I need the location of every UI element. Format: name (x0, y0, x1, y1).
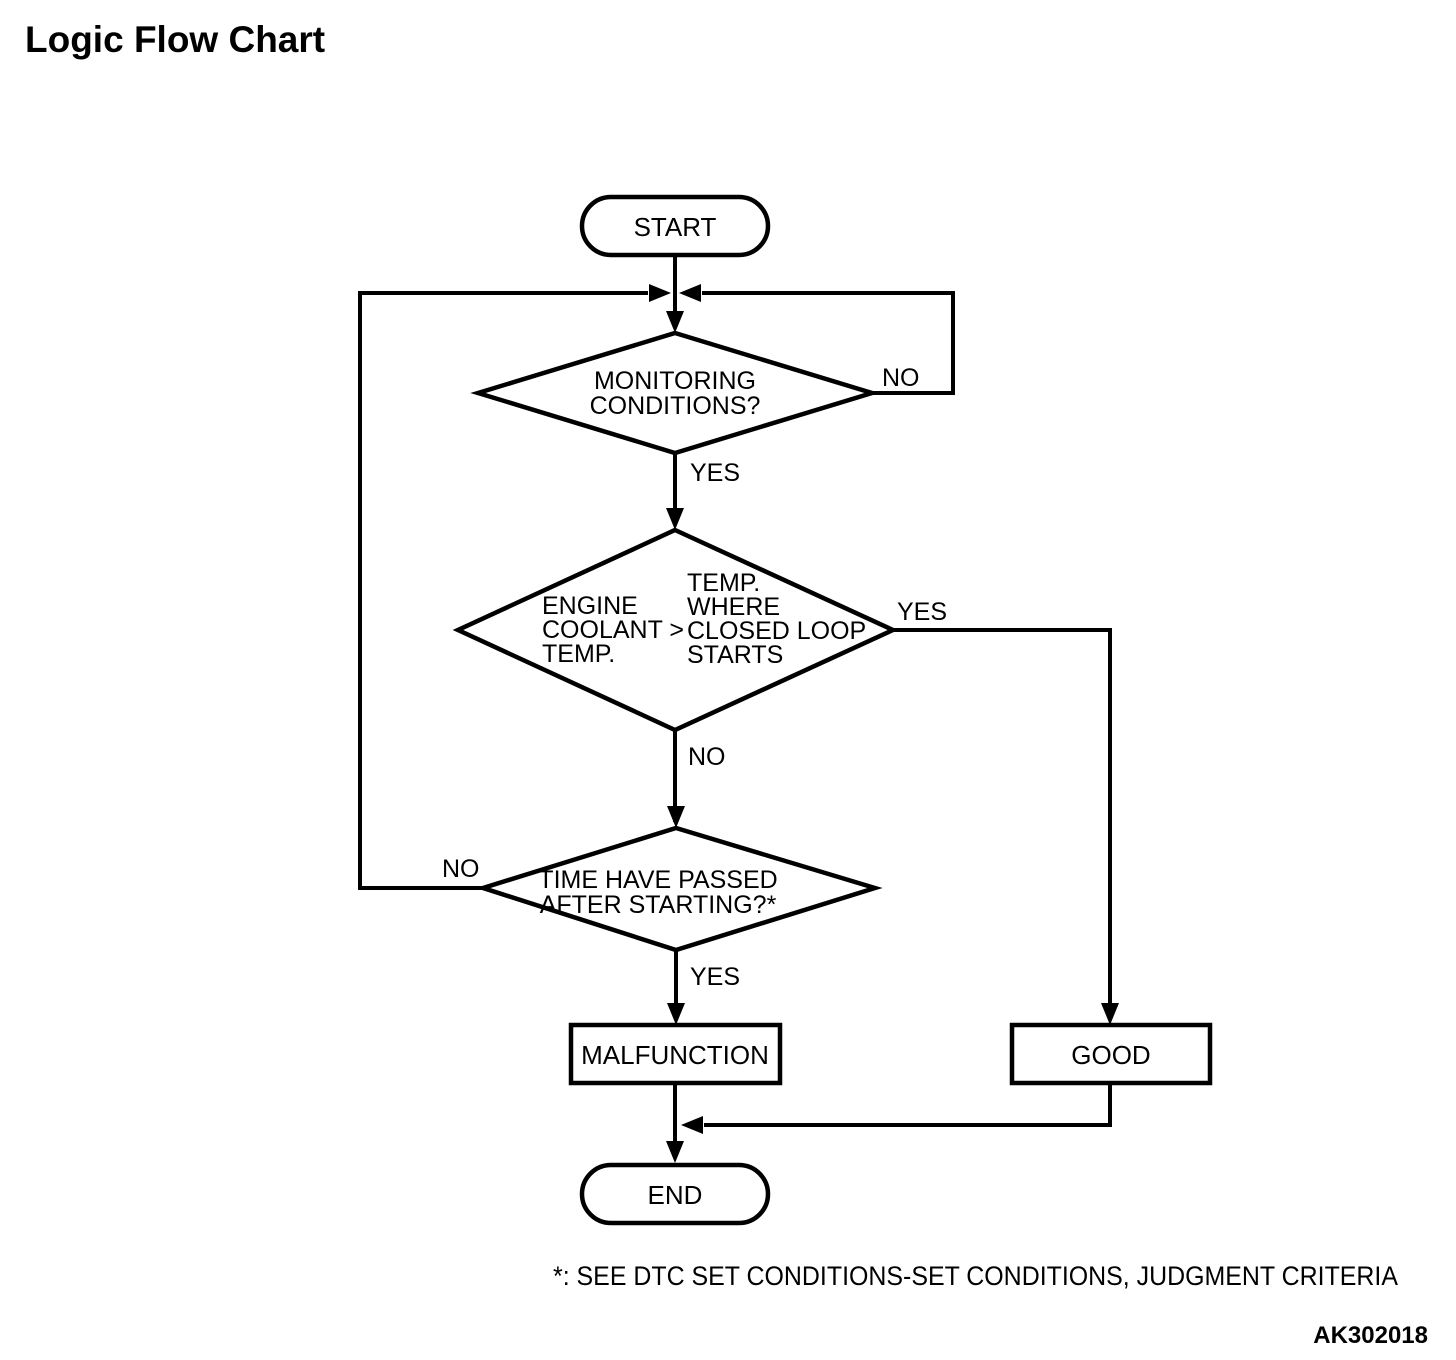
start-node-label: START (634, 212, 717, 242)
malfunction-node (568, 1022, 783, 1086)
arrowhead-into-time-icon (667, 806, 685, 828)
coolant-left-line2: COOLANT > (542, 616, 684, 644)
monitoring-yes-label: YES (690, 459, 740, 487)
good-node-label: GOOD (1071, 1040, 1150, 1070)
coolant-right-line4: STARTS (687, 641, 783, 669)
coolant-left-line3: TEMP. (542, 640, 615, 668)
arrowhead-good-join-left-icon (681, 1116, 703, 1134)
monitoring-conditions-line2: CONDITIONS? (590, 392, 761, 420)
end-node-label: END (648, 1180, 703, 1210)
coolant-yes-label: YES (897, 598, 947, 626)
edge-monitoring-no-line (702, 291, 955, 395)
coolant-no-label: NO (688, 743, 726, 771)
arrowhead-into-good-icon (1101, 1003, 1119, 1025)
time-no-label: NO (442, 855, 480, 883)
time-passed-line2: AFTER STARTING?* (540, 891, 777, 919)
arrowhead-into-malfunction-icon (667, 1003, 685, 1025)
time-passed-diamond (475, 825, 883, 953)
coolant-right-line1: TEMP. (687, 569, 760, 597)
arrowhead-into-end-icon (666, 1141, 684, 1163)
coolant-left-line1: ENGINE (542, 592, 638, 620)
edge-coolant-yes-line (893, 628, 1112, 1019)
monitoring-no-label: NO (882, 364, 920, 392)
malfunction-node-label: MALFUNCTION (581, 1040, 769, 1070)
coolant-right-line3: CLOSED LOOP (687, 617, 866, 645)
arrowhead-loopback-right-icon (649, 284, 671, 302)
arrowhead-monitoring-no-left-icon (679, 284, 701, 302)
arrowhead-into-monitoring-icon (666, 311, 684, 333)
arrowhead-into-coolant-icon (666, 508, 684, 530)
page-title: Logic Flow Chart (25, 19, 325, 60)
end-node (579, 1162, 771, 1226)
edge-time-no-loopback-line (358, 291, 648, 890)
monitoring-conditions-diamond (470, 330, 880, 456)
good-node (1009, 1022, 1213, 1086)
monitoring-conditions-line1: MONITORING (594, 367, 756, 395)
start-node (579, 194, 771, 258)
edge-good-to-end-line (704, 1083, 1112, 1127)
coolant-right-line2: WHERE (687, 593, 780, 621)
time-yes-label: YES (690, 963, 740, 991)
time-passed-line1: TIME HAVE PASSED (538, 866, 777, 894)
footnote-text: *: SEE DTC SET CONDITIONS-SET CONDITIONS… (553, 1261, 1398, 1291)
coolant-temp-diamond (452, 527, 899, 733)
figure-code: AK302018 (1313, 1322, 1428, 1349)
